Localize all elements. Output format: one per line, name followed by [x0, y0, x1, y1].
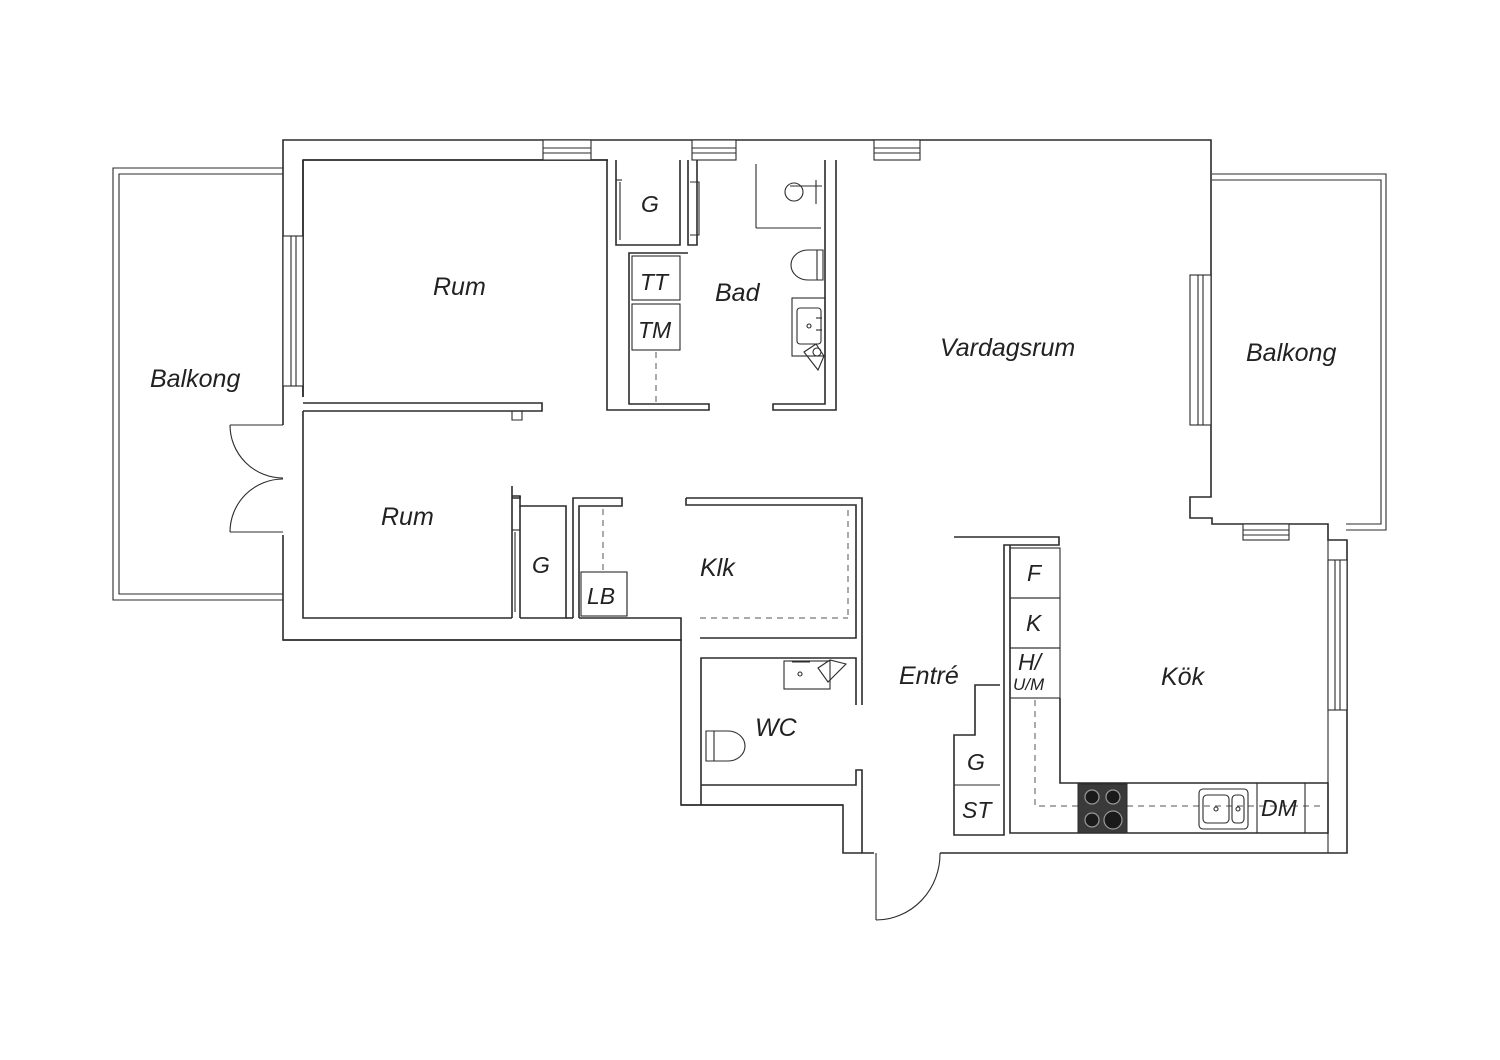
label-entre: Entré — [899, 662, 959, 690]
label-vardagsrum: Vardagsrum — [940, 334, 1075, 362]
kitchen-sink-icon — [1198, 783, 1306, 833]
exterior-walls — [282, 139, 1348, 854]
label-g-mid: G — [532, 552, 550, 578]
label-wc: WC — [755, 714, 798, 742]
balcony-left-outline — [112, 167, 283, 601]
balcony-right-outline — [1212, 173, 1387, 531]
label-balkong-right: Balkong — [1246, 339, 1336, 367]
stove-icon — [1077, 783, 1128, 834]
washbasin-bath-icon — [791, 297, 826, 372]
label-hum-bottom: U/M — [1013, 675, 1045, 694]
label-balkong-left: Balkong — [150, 365, 240, 393]
bathroom-walls — [687, 160, 837, 411]
label-tt: TT — [640, 269, 670, 295]
windows — [282, 139, 1348, 711]
label-klk: Klk — [700, 554, 736, 582]
label-hum-top: H/ — [1018, 649, 1044, 675]
label-st: ST — [962, 797, 993, 823]
toilet-wc-icon — [705, 730, 746, 762]
entrance-door[interactable] — [874, 849, 941, 921]
shower-icon — [784, 180, 822, 204]
label-tm: TM — [638, 317, 672, 343]
wardrobe-mid — [511, 486, 567, 619]
label-f: F — [1027, 560, 1043, 586]
label-g-top: G — [641, 191, 659, 217]
label-bad: Bad — [715, 279, 761, 307]
label-lb: LB — [587, 583, 615, 609]
laundry-column — [606, 160, 710, 411]
closet-klk — [283, 497, 863, 705]
label-k: K — [1026, 610, 1043, 636]
washbasin-wc-icon — [783, 659, 848, 690]
label-kok: Kök — [1161, 663, 1206, 691]
label-dm: DM — [1261, 795, 1298, 821]
label-rum-left: Rum — [381, 503, 434, 531]
label-g-entre: G — [967, 749, 985, 775]
balcony-double-door[interactable] — [229, 424, 287, 535]
entre-walls — [953, 536, 1060, 836]
wc-room — [681, 657, 863, 853]
wardrobe-top — [615, 160, 681, 246]
toilet-bath-icon — [790, 249, 824, 281]
label-rum-top: Rum — [433, 273, 486, 301]
